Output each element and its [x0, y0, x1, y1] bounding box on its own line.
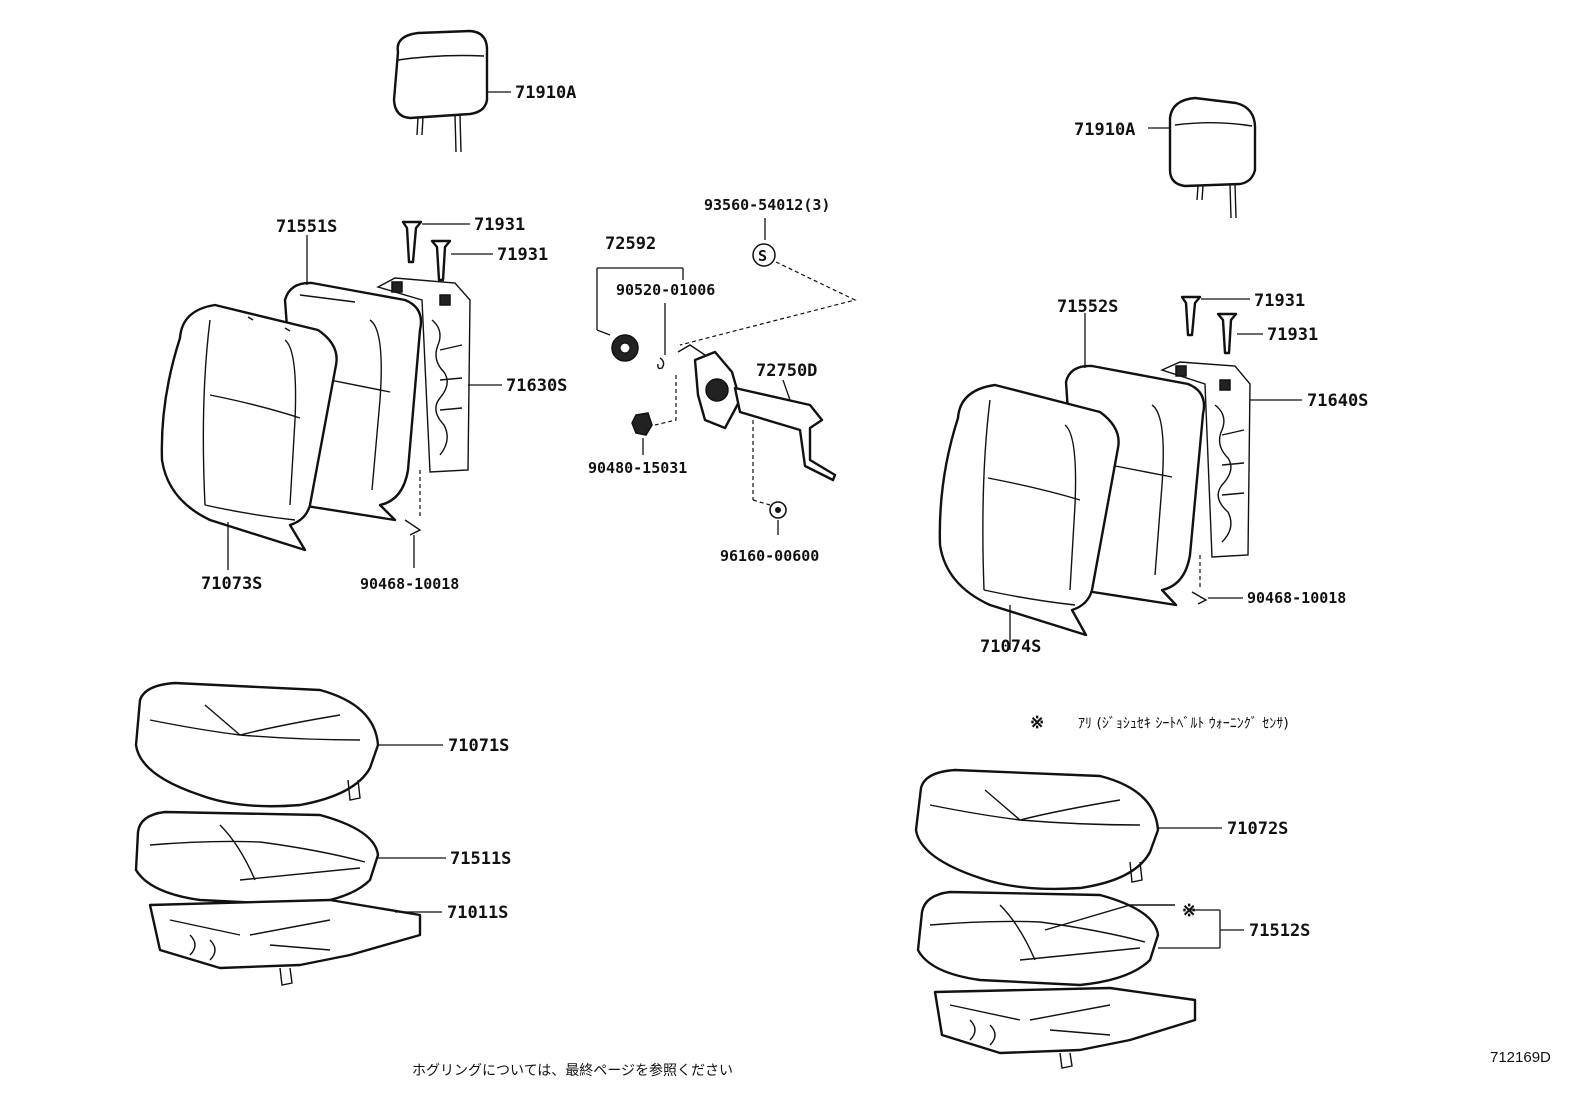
- cushion-frame-right: [933, 986, 1197, 1069]
- label-guide-2: 71931: [497, 245, 548, 265]
- cushion-pad-right: [916, 890, 1244, 987]
- label-hog-ring-left: 90468-10018: [360, 575, 459, 593]
- label-frame-back-right: 71640S: [1307, 391, 1368, 411]
- label-guide-1: 71931: [474, 215, 525, 235]
- label-hog-ring-right: 90468-10018: [1247, 589, 1346, 607]
- label-pad-cushion-left: 71511S: [450, 849, 511, 869]
- label-guide-4: 71931: [1267, 325, 1318, 345]
- cushion-pad-left: [134, 810, 446, 907]
- label-pad-back-right: 71552S: [1057, 297, 1118, 317]
- label-pad-back-left: 71551S: [276, 217, 337, 237]
- headrest-guide-left-1: [401, 220, 470, 264]
- seat-back-right-frame: [1160, 361, 1302, 558]
- grommet-96160-drawing: [752, 420, 787, 535]
- label-cover-cushion-left: 71071S: [448, 736, 509, 756]
- label-recliner-knob: 72592: [605, 234, 656, 254]
- label-screw-93560: 93560-54012(3): [704, 196, 830, 214]
- hog-ring-reference-note: ホグリングについては、最終ページを参照ください: [412, 1062, 733, 1079]
- headrest-right-drawing: [1148, 96, 1257, 219]
- diagram-id: 712169D: [1490, 1049, 1551, 1066]
- label-cover-back-right: 71074S: [980, 637, 1041, 657]
- seat-back-left-frame: [376, 277, 502, 473]
- cushion-frame-left: [148, 898, 442, 986]
- label-frame-back-left: 71630S: [506, 376, 567, 396]
- sensor-mark: ※: [1030, 713, 1044, 733]
- screw-symbol-text: S: [758, 247, 767, 265]
- recliner-adjuster-drawing: [677, 344, 837, 482]
- clip-drawing: [657, 357, 665, 370]
- headrest-guide-left-2: [430, 239, 493, 282]
- seat-back-left-cover: [160, 303, 338, 570]
- headrest-guide-right-2: [1216, 312, 1263, 355]
- sensor-note: ｱﾘ (ｼﾞｮｼｭｾｷ ｼｰﾄﾍﾞﾙﾄ ｳｫｰﾆﾝｸﾞ ｾﾝｻ): [1078, 716, 1289, 732]
- label-pad-cushion-right: 71512S: [1249, 921, 1310, 941]
- label-frame-cushion-left: 71011S: [447, 903, 508, 923]
- label-clip-90520: 90520-01006: [616, 281, 715, 299]
- hog-ring-left: [404, 470, 422, 568]
- seatbelt-sensor-wire: [1044, 904, 1175, 931]
- hog-ring-right: [1191, 555, 1243, 605]
- seat-back-right-cover: [938, 383, 1120, 650]
- headrest-guide-right-1: [1180, 295, 1250, 337]
- label-guide-3: 71931: [1254, 291, 1305, 311]
- headrest-left-drawing: [392, 29, 511, 153]
- cushion-cover-right: [914, 768, 1222, 891]
- label-grommet-96160: 96160-00600: [720, 547, 819, 565]
- label-headrest-right: 71910A: [1074, 120, 1135, 140]
- label-cover-cushion-right: 71072S: [1227, 819, 1288, 839]
- label-cover-back-left: 71073S: [201, 574, 262, 594]
- label-recliner-adjuster: 72750D: [756, 361, 817, 381]
- label-headrest-left: 71910A: [515, 83, 576, 103]
- cushion-cover-left: [134, 681, 443, 808]
- sensor-mark-pad: ※: [1182, 901, 1196, 921]
- recliner-knob-drawing: [596, 329, 639, 362]
- nut-90480-drawing: [631, 375, 677, 455]
- label-nut-90480: 90480-15031: [588, 459, 687, 477]
- screw-symbol-circle: S: [752, 243, 776, 267]
